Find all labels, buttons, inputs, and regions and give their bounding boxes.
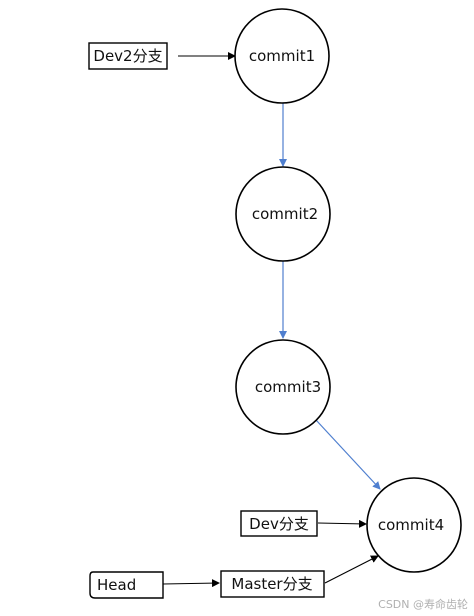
commit-node-4: commit4 — [366, 477, 462, 573]
head-label: Head — [97, 576, 136, 594]
commit-node-1: commit1 — [234, 8, 330, 104]
watermark-text: CSDN @寿命齿轮 — [378, 597, 468, 611]
dev-branch-label: Dev分支 — [249, 515, 309, 533]
commit-label-2: commit2 — [252, 205, 318, 223]
head-pointer-box: Head — [89, 571, 164, 599]
edge-commit3-to-commit4 — [315, 419, 381, 490]
edge-head-to-master — [162, 579, 220, 588]
commit-node-2: commit2 — [235, 166, 331, 262]
dev2-branch-box: Dev2分支 — [88, 42, 168, 70]
commit-node-3: commit3 — [235, 339, 331, 435]
master-branch-label: Master分支 — [231, 575, 312, 593]
commit-label-4: commit4 — [378, 516, 444, 534]
master-branch-box: Master分支 — [220, 570, 325, 598]
dev2-branch-label: Dev2分支 — [93, 47, 162, 65]
dev-branch-box: Dev分支 — [240, 510, 318, 537]
edge-master-to-commit4 — [324, 555, 379, 584]
edge-dev-to-commit4 — [317, 519, 367, 528]
commit-label-3: commit3 — [255, 378, 321, 396]
commit-label-1: commit1 — [249, 47, 315, 65]
